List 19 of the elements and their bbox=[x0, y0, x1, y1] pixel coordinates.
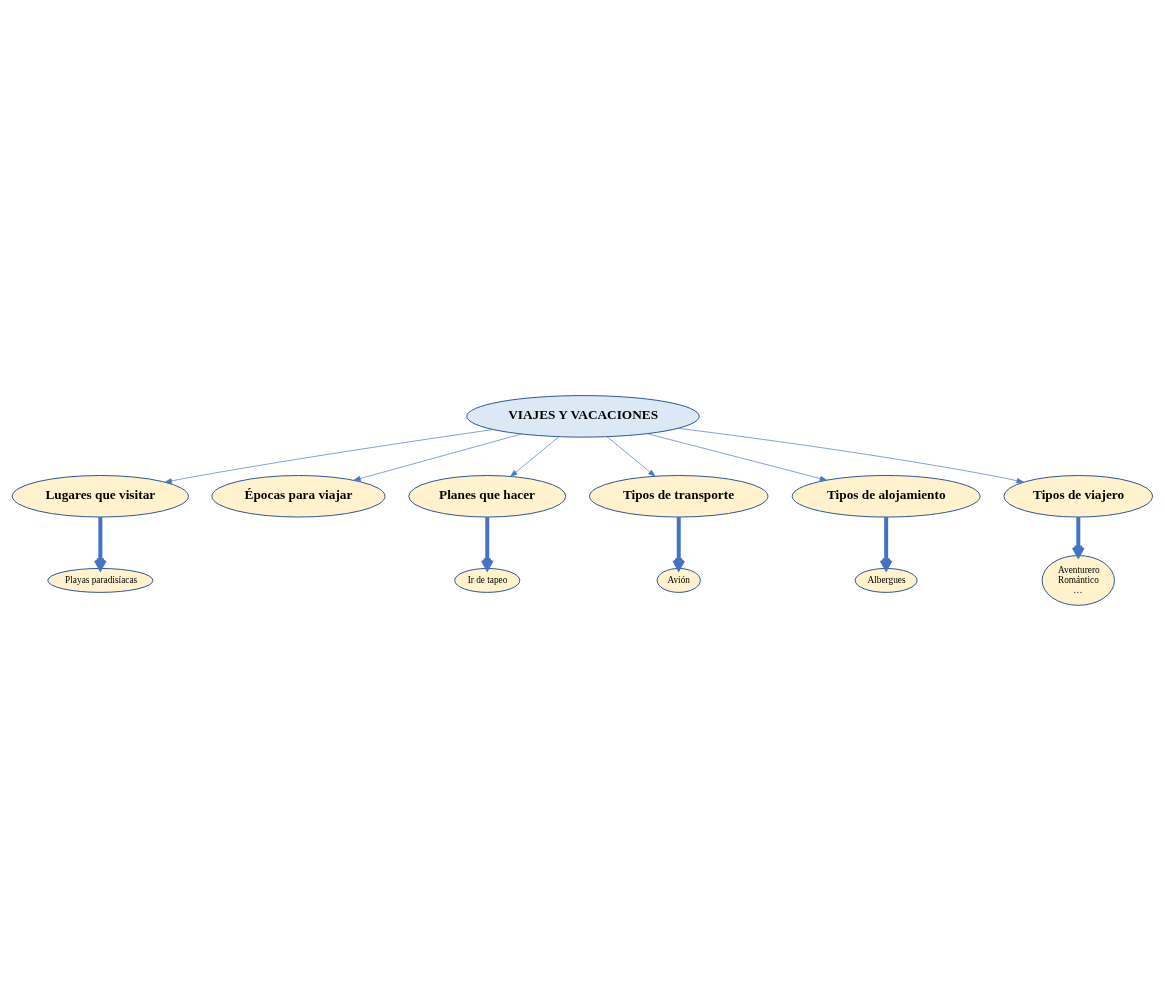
node-ellipse: Avión bbox=[656, 567, 701, 593]
node-ellipse: Tipos de transporte bbox=[589, 475, 769, 518]
arrow bbox=[353, 433, 522, 482]
arrow bbox=[1071, 517, 1085, 558]
node-ellipse: Playas paradisíacas bbox=[47, 567, 154, 593]
arrow bbox=[677, 427, 1024, 484]
node-ellipse: Planes que hacer bbox=[408, 475, 567, 518]
arrow bbox=[672, 517, 686, 571]
node-ellipse: Albergues bbox=[854, 567, 918, 593]
arrow bbox=[480, 517, 494, 571]
node-ellipse: VIAJES Y VACACIONES bbox=[466, 395, 700, 438]
arrow bbox=[164, 429, 494, 484]
node-ellipse: Ir de tapeo bbox=[454, 567, 521, 593]
arrow bbox=[879, 517, 893, 571]
arrow bbox=[606, 436, 656, 477]
arrow bbox=[510, 436, 560, 477]
arrow bbox=[646, 433, 828, 482]
node-ellipse: Aventurero Romántico … bbox=[1041, 555, 1115, 606]
arrow bbox=[93, 517, 107, 571]
